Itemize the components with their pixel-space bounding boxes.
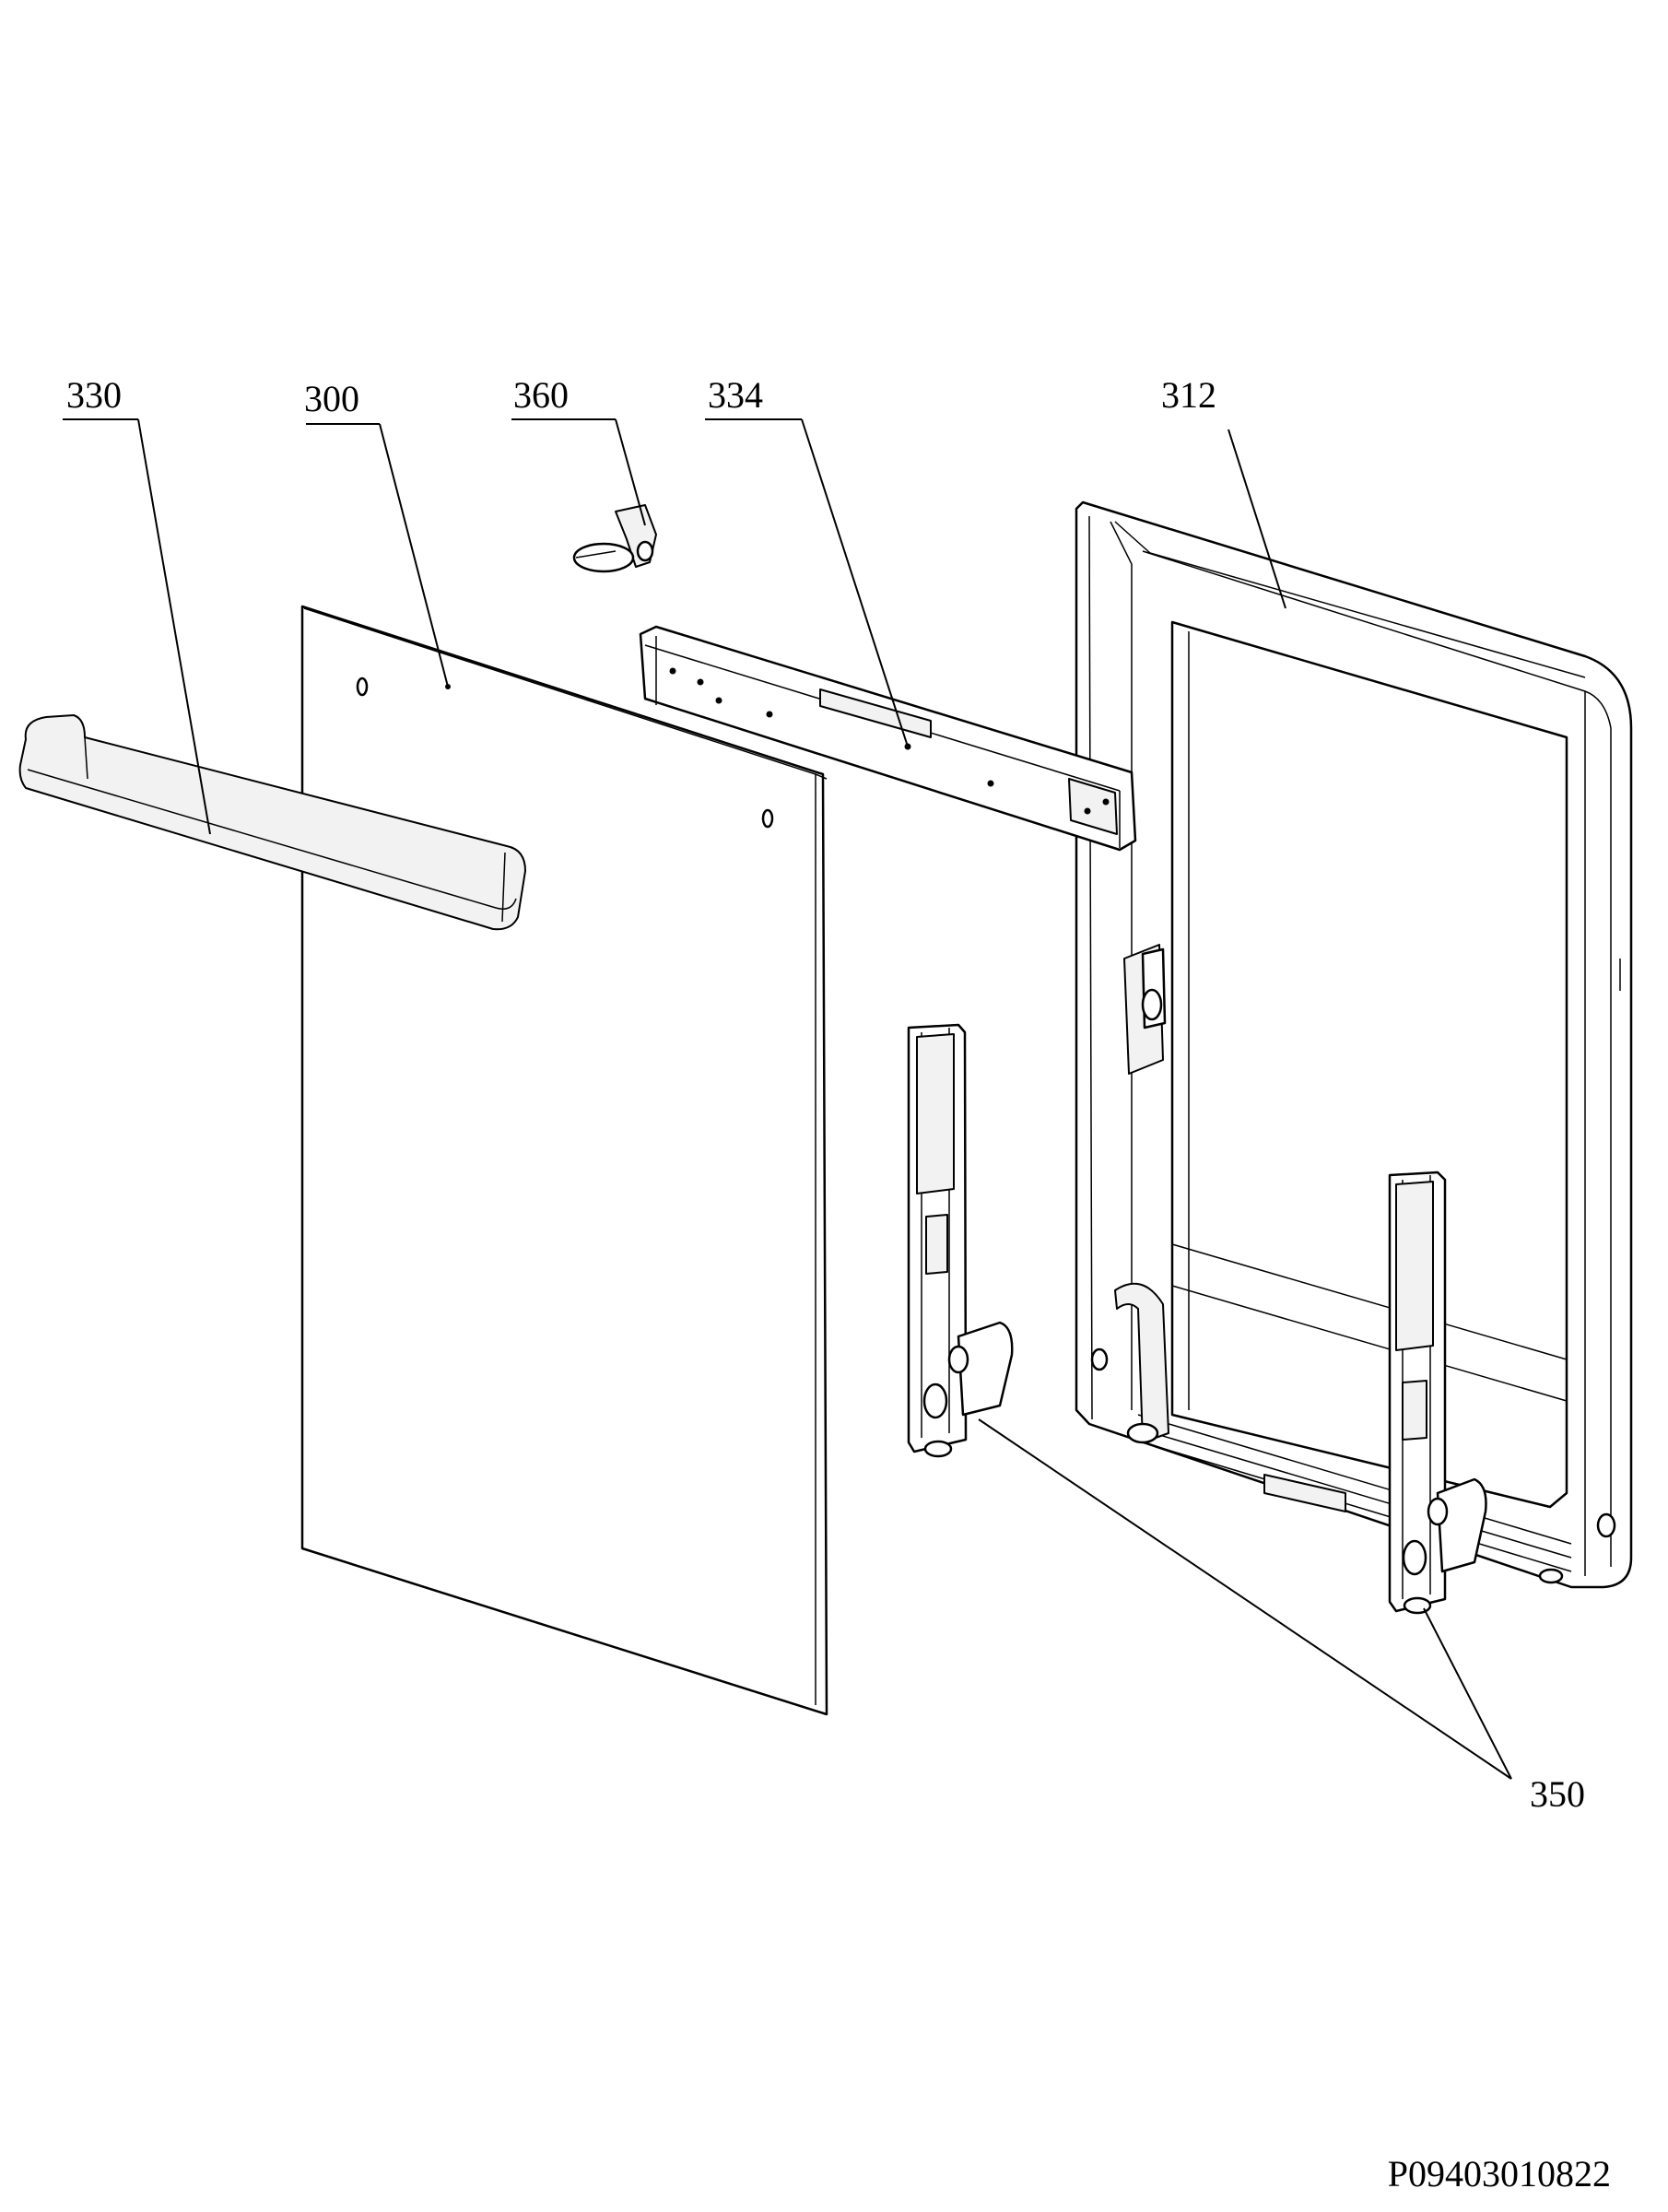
label-300: 300: [304, 378, 359, 419]
top-trim-334: [639, 625, 1137, 852]
clip-360: [572, 504, 657, 573]
label-330: 330: [66, 374, 122, 416]
handle-330: [18, 714, 526, 931]
document-code: P09403010822: [1388, 2153, 1611, 2194]
label-350: 350: [1530, 1773, 1585, 1815]
label-312: 312: [1161, 374, 1216, 416]
leader-lines: [63, 418, 1512, 1780]
label-334: 334: [708, 374, 763, 416]
outer-glass-300: [300, 605, 828, 1716]
label-360: 360: [513, 374, 569, 416]
inner-frame-312: [1075, 500, 1633, 1589]
hinge-350-right: [1388, 1171, 1487, 1615]
hinge-350-left: [907, 1023, 1014, 1458]
